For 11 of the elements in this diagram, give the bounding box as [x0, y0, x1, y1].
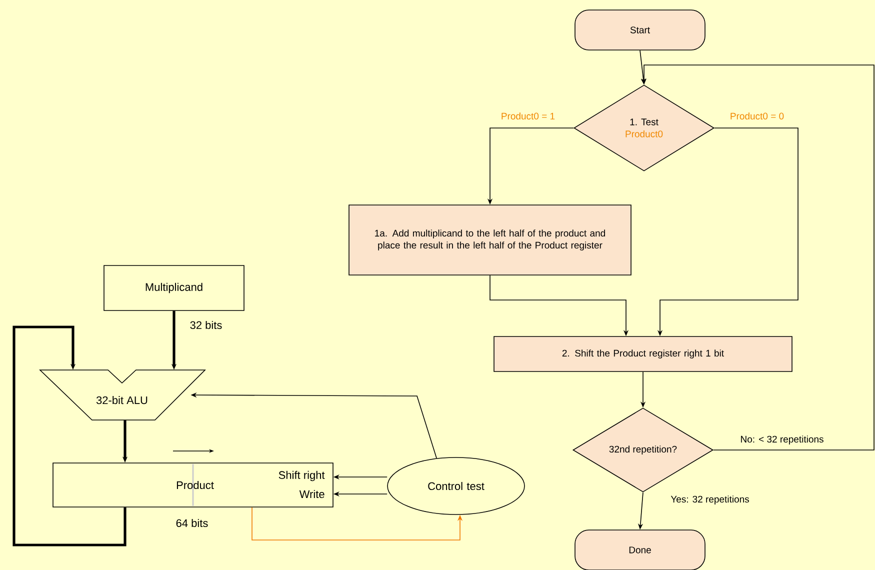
control-cloud: Control test — [387, 457, 525, 515]
edge-label: Product0 = 1 — [500, 112, 556, 120]
node-label: 64 bits — [176, 518, 208, 528]
edge-label: No: < 32 repetitions — [739, 434, 825, 446]
register-box: Multiplicand — [104, 265, 244, 311]
edge-label: Yes: 32 repetitions — [670, 494, 750, 506]
edge-label: Product0 = 0 — [728, 112, 786, 120]
process-box: 2. Shift the Product register right 1 bit — [494, 336, 792, 372]
process-box: 1a. Add multiplicand to the left half of the product and place the result in the left half of the Product register — [348, 204, 632, 276]
arrow — [12, 326, 126, 546]
register-box: Product Shift right Write 64 bits — [52, 462, 334, 528]
